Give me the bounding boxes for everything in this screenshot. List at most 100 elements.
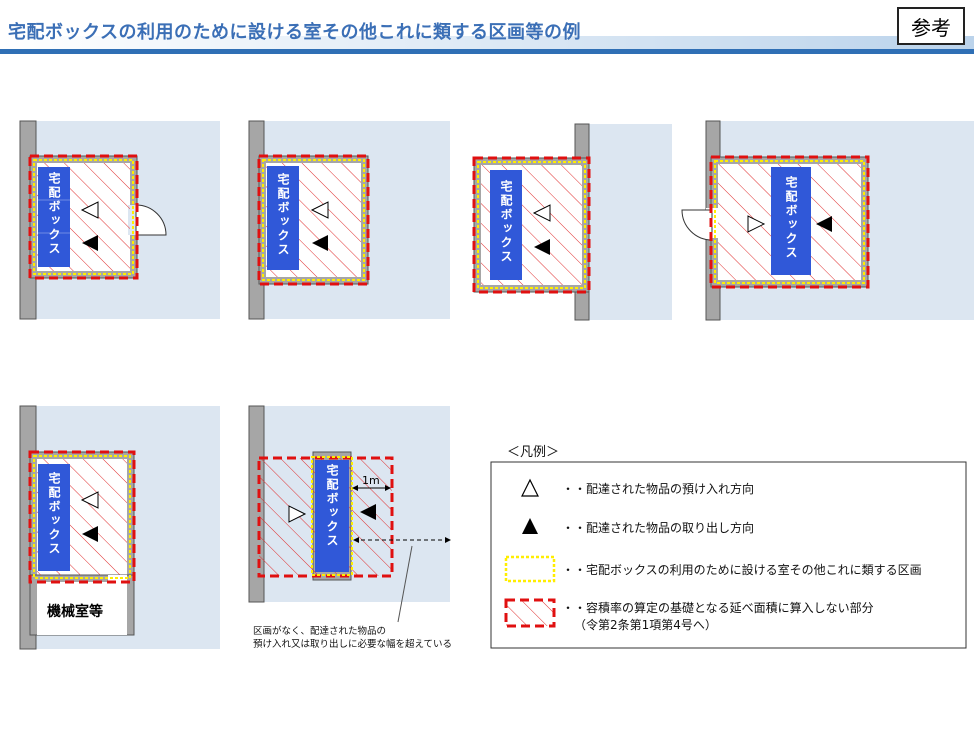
room-walls: [473, 157, 590, 293]
legend-red-dashed-swatch: [504, 598, 556, 628]
pickup-direction-icon: [534, 239, 550, 255]
dimension-label: 1m: [362, 474, 380, 487]
deposit-direction-icon: [80, 491, 99, 509]
page-title: 宅配ボックスの利用のために設ける室その他これに類する区画等の例: [8, 22, 581, 43]
yellow-zone-outline: [262, 159, 365, 281]
room-interior: [481, 165, 582, 285]
red-dashed-outline: [472, 156, 591, 294]
title-bar: 宅配ボックスの利用のために設ける室その他これに類する区画等の例 参考: [0, 0, 974, 58]
legend-yellow-zone-swatch: [504, 555, 556, 583]
example-4: 宅配ボックス: [681, 120, 974, 321]
legend-title: ＜凡例＞: [507, 445, 559, 460]
legend-frame: [490, 461, 967, 649]
room-walls: [258, 155, 369, 285]
box-label: 宅配ボックス: [784, 175, 798, 260]
room-interior: [37, 459, 127, 575]
floor-area: [36, 121, 220, 319]
door-swing: [681, 209, 713, 241]
legend-hollow-triangle-icon: [521, 478, 539, 497]
example-2: 宅配ボックス: [248, 120, 450, 320]
floor-area: [720, 121, 974, 320]
pickup-direction-icon: [82, 235, 98, 251]
delivery-box: [267, 166, 299, 270]
deposit-direction-icon: [288, 505, 307, 523]
note-line-1: 区画がなく、配達された物品の: [253, 625, 386, 637]
room-walls: [29, 155, 138, 279]
wall: [574, 123, 590, 321]
delivery-box: [490, 170, 522, 280]
pickup-direction-icon: [312, 235, 328, 251]
exceeding-arrowhead: [445, 537, 451, 543]
deposit-direction-icon: [532, 204, 551, 222]
hatched-area: [481, 165, 582, 285]
legend-filled-triangle-icon: [522, 518, 538, 534]
hatched-area: [718, 164, 861, 280]
legend-red-hatch-swatch: [506, 600, 554, 626]
deposit-direction-icon: [747, 215, 766, 233]
yellow-zone-outline: [477, 161, 586, 289]
delivery-box: [38, 167, 70, 267]
hatched-area: [37, 163, 130, 271]
room-walls: [29, 451, 135, 583]
pickup-direction-icon: [360, 504, 376, 520]
legend-item-excluded-area: ・・容積率の算定の基礎となる延べ面積に算入しない部分: [562, 600, 874, 615]
note-line-2: 預け入れ又は取り出しに必要な幅を超えている: [253, 638, 452, 650]
machine-room-gap: [108, 575, 127, 583]
red-dashed-outline: [709, 155, 870, 289]
door-opening: [128, 205, 140, 235]
deposit-direction-icon: [310, 201, 329, 219]
room-interior: [266, 163, 361, 277]
yellow-zone-outline: [714, 160, 865, 284]
machine-room-label: 機械室等: [47, 603, 103, 620]
door-opening: [706, 208, 720, 238]
wall: [19, 120, 37, 320]
wall: [705, 120, 721, 321]
delivery-box: [771, 167, 811, 275]
pickup-direction-icon: [816, 216, 832, 232]
yellow-zone-outline: [33, 159, 134, 275]
hatched-area: [266, 163, 361, 277]
red-dashed-outline: [257, 154, 370, 286]
title-rule: [0, 49, 974, 54]
machine-room-interior: [37, 582, 127, 635]
floor-area: [589, 124, 672, 320]
floor-area: [264, 121, 450, 319]
door-swing: [135, 204, 167, 236]
delivery-box: [38, 464, 70, 571]
legend-item-pickup: ・・配達された物品の取り出し方向: [562, 520, 754, 535]
reference-badge: 参考: [897, 7, 965, 45]
pickup-direction-icon: [82, 526, 98, 542]
room-interior: [37, 163, 130, 271]
example-3: 宅配ボックス: [472, 123, 672, 321]
red-dashed-outline: [257, 456, 394, 578]
yellow-zone-outline: [33, 455, 131, 579]
legend-item-compartment: ・・宅配ボックスの利用のために設ける室その他これに類する区画: [562, 562, 922, 577]
box-label: 宅配ボックス: [47, 171, 61, 256]
dimension-arrowhead: [385, 485, 391, 491]
legend-item-excluded-area-note: （令第2条第1項第4号へ）: [574, 617, 717, 632]
red-dashed-outline: [28, 154, 139, 280]
red-dashed-outline: [28, 450, 136, 584]
example-6: 宅配ボックス 1m 区画がなく、配達された物品の 預け入れ又は取り出しに必要な幅…: [248, 405, 452, 650]
box-label: 宅配ボックス: [499, 179, 513, 264]
wall: [19, 405, 37, 650]
box-label: 宅配ボックス: [276, 172, 290, 257]
machine-room-walls: [29, 574, 135, 636]
deposit-direction-icon: [80, 201, 99, 219]
example-5: 宅配ボックス 機械室等: [19, 405, 220, 650]
delivery-box: [315, 460, 349, 572]
legend: ＜凡例＞ ・・配達された物品の預け入れ方向 ・・配達された物品の取り出し方向 ・…: [490, 445, 967, 649]
exceeding-arrowhead: [353, 537, 359, 543]
example-1: 宅配ボックス: [19, 120, 220, 320]
title-gradient: [0, 36, 974, 49]
box-alcove-walls: [312, 451, 352, 581]
hatched-area: [37, 459, 127, 575]
box-label: 宅配ボックス: [325, 463, 339, 548]
room-interior: [718, 164, 861, 280]
floor-area: [36, 406, 220, 649]
yellow-zone-outline: [311, 456, 353, 576]
wall: [248, 120, 265, 320]
hatched-area: [259, 458, 392, 576]
room-walls: [710, 156, 869, 288]
